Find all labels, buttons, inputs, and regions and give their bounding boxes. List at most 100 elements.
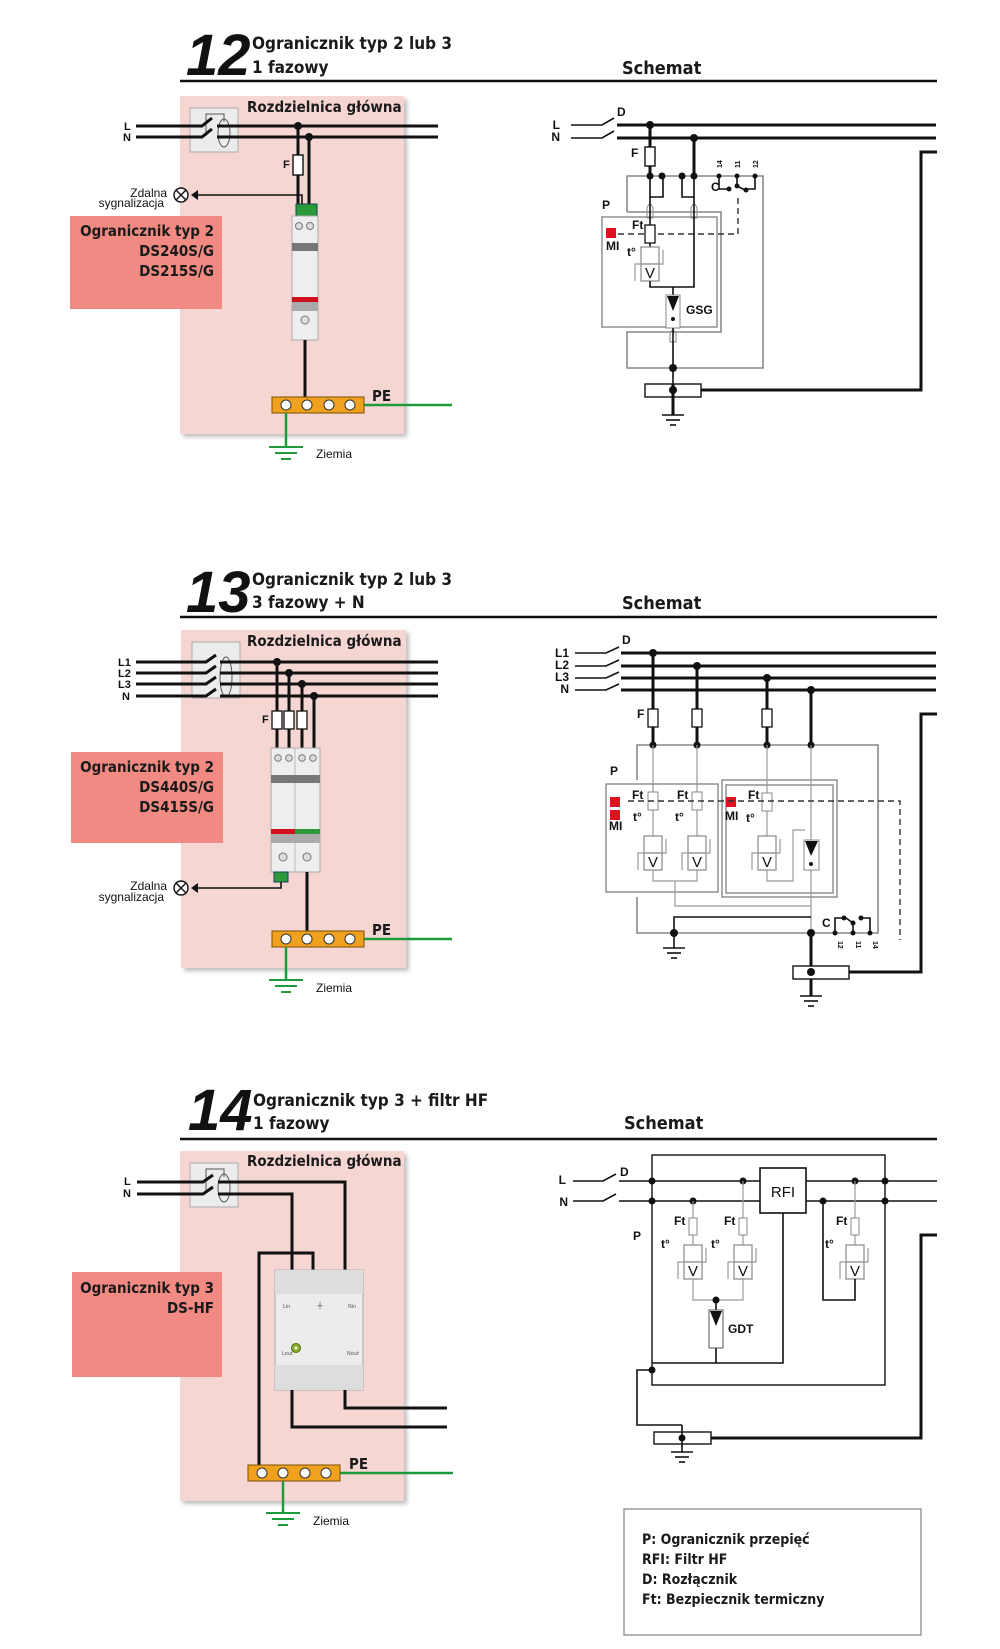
temperature-label: t° — [627, 245, 636, 259]
line-label: N — [551, 130, 560, 144]
line-label: L2 — [555, 658, 569, 672]
fuse-label: F — [637, 707, 644, 721]
product-type: Ogranicznik typ 2 — [80, 758, 214, 776]
ground-icon — [661, 414, 685, 426]
panel-title: Rozdzielnica główna — [247, 98, 402, 116]
pe-label: PE — [372, 921, 391, 939]
earth-icon — [268, 979, 304, 993]
contact-label: 11 — [854, 941, 861, 949]
remote-signal-label-2: sygnalizacja — [99, 890, 165, 904]
product-box: Ogranicznik typ 3 DS-HF — [72, 1272, 222, 1377]
section-title: Ogranicznik typ 2 lub 3 — [252, 34, 452, 54]
indicator-icon — [610, 810, 620, 820]
line-label: L1 — [555, 646, 569, 660]
panel-title: Rozdzielnica główna — [247, 632, 402, 650]
protector-label: P — [602, 198, 610, 212]
section-number: 14 — [188, 1078, 253, 1143]
gas-discharge-icon — [665, 294, 681, 329]
line-label: L2 — [118, 668, 131, 680]
section-12: 12 Ogranicznik typ 2 lub 3 1 fazowy Sche… — [70, 23, 937, 461]
section-13: 13 Ogranicznik typ 2 lub 3 3 fazowy + N … — [71, 560, 937, 1007]
earth-label: Ziemia — [316, 447, 352, 461]
legend-item: RFI: Filtr HF — [642, 1552, 727, 1568]
product-box: Ogranicznik typ 2 DS440S/G DS415S/G — [71, 752, 223, 843]
protector-label: P — [610, 764, 618, 778]
main-switch-icon — [189, 107, 239, 153]
schema-heading: Schemat — [622, 593, 702, 614]
line-label: L3 — [118, 679, 131, 691]
installation-panel: Rozdzielnica główna L N F Zdalna sygnali… — [99, 96, 452, 461]
remote-signal-label: Zdalna — [130, 879, 167, 893]
gas-discharge-icon — [708, 1309, 724, 1349]
contact-label: 11 — [735, 160, 742, 168]
indicator-label: MI — [725, 809, 738, 823]
section-number: 12 — [186, 23, 251, 88]
indicator-icon — [610, 797, 620, 807]
section-subtitle: 1 fazowy — [253, 1114, 329, 1134]
pe-label: PE — [349, 1455, 368, 1473]
section-title: Ogranicznik typ 2 lub 3 — [252, 570, 452, 590]
pe-bar — [271, 396, 365, 414]
earth-label: Ziemia — [313, 1514, 349, 1528]
indicator-icon — [606, 228, 616, 238]
line-label: N — [560, 682, 569, 696]
fuse-label: F — [262, 714, 269, 726]
line-label: L — [559, 1173, 566, 1187]
earth-label: Ziemia — [316, 981, 352, 995]
ground-icon — [799, 995, 823, 1007]
indicator-label: MI — [606, 239, 619, 253]
temperature-label: t° — [746, 811, 755, 825]
legend-box: P: Ogranicznik przepięć RFI: Filtr HF D:… — [623, 1508, 922, 1636]
product-box: Ogranicznik typ 2 DS240S/G DS215S/G — [70, 216, 222, 309]
ground-icon — [670, 1451, 694, 1463]
temperature-label: t° — [661, 1237, 670, 1251]
varistor-icon — [681, 835, 711, 872]
schematic-14: L N D RFI P Ft Ft Ft t° t° t — [559, 1154, 937, 1463]
line-label: L1 — [118, 657, 131, 669]
ground-icon — [662, 947, 686, 959]
varistor-icon — [751, 835, 781, 872]
legend-item: P: Ogranicznik przepięć — [642, 1532, 810, 1548]
gas-discharge-icon — [803, 839, 820, 871]
line-label: L — [124, 1176, 131, 1188]
thermal-fuse-label: Ft — [632, 788, 643, 802]
line-label: L3 — [555, 670, 569, 684]
disconnector-label: D — [617, 105, 626, 119]
line-label: N — [123, 1188, 131, 1200]
surge-arrester-device — [270, 747, 321, 883]
remote-signal-label-2: sygnalizacja — [99, 196, 165, 210]
product-type: Ogranicznik typ 3 — [80, 1279, 214, 1297]
line-label: L — [553, 118, 560, 132]
contact-label: 12 — [753, 160, 760, 168]
product-model: DS415S/G — [139, 798, 214, 816]
earth-icon — [268, 446, 304, 460]
svg-text:Lout: Lout — [282, 1351, 293, 1357]
disconnector-label: D — [620, 1165, 629, 1179]
svg-text:Nin: Nin — [348, 1304, 356, 1310]
varistor-icon — [637, 835, 667, 872]
thermal-fuse-label: Ft — [677, 788, 688, 802]
protector-label: P — [633, 1229, 641, 1243]
section-number: 13 — [186, 560, 251, 625]
main-switch-icon — [189, 1162, 239, 1208]
line-label-l: L — [124, 121, 131, 133]
schema-heading: Schemat — [622, 58, 702, 79]
schematic-12: L N D F 14 11 12 C P — [551, 105, 937, 426]
contact-label: 14 — [717, 160, 724, 168]
legend-item: D: Rozłącznik — [642, 1572, 738, 1588]
product-model: DS215S/G — [139, 262, 214, 280]
section-subtitle: 1 fazowy — [252, 58, 328, 78]
thermal-fuse-label: Ft — [748, 788, 759, 802]
varistor-icon — [677, 1244, 707, 1281]
contact-label: 14 — [871, 941, 878, 949]
contact-c-label: C — [822, 916, 831, 930]
earth-icon — [265, 1512, 301, 1526]
remote-signal-label: Zdalna — [130, 186, 167, 200]
product-model: DS440S/G — [139, 778, 214, 796]
indicator-icon — [726, 797, 736, 807]
thermal-fuse-label: Ft — [632, 218, 643, 232]
thermal-fuse-label: Ft — [674, 1214, 685, 1228]
varistor-icon — [727, 1244, 757, 1281]
section-title: Ogranicznik typ 3 + filtr HF — [253, 1091, 488, 1111]
surge-filter-device: Lin Nin ⏚ Lout Nout — [274, 1269, 364, 1391]
